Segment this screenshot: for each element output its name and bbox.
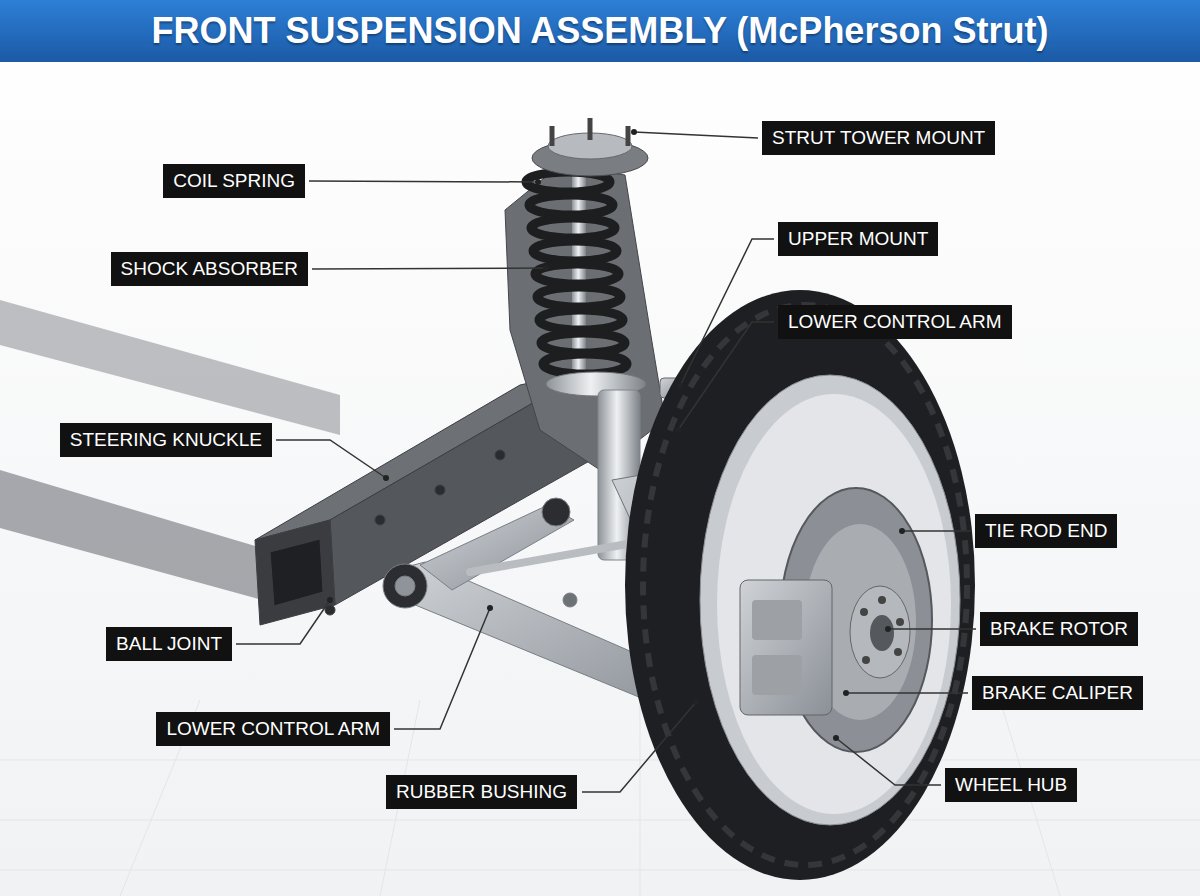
part-label: STRUT TOWER MOUNT <box>762 121 995 155</box>
leader-dot <box>327 129 905 741</box>
floor-grid <box>0 700 1200 896</box>
part-label: WHEEL HUB <box>945 768 1077 802</box>
part-label: TIE ROD END <box>975 514 1117 548</box>
coil-spring <box>526 172 627 374</box>
part-label: UPPER MOUNT <box>778 222 938 256</box>
strut-mount <box>532 118 648 176</box>
part-label: RUBBER BUSHING <box>386 775 577 809</box>
leader-line <box>236 132 976 792</box>
part-label: LOWER CONTROL ARM <box>778 305 1012 339</box>
part-label: BRAKE ROTOR <box>980 612 1138 646</box>
title-banner: FRONT SUSPENSION ASSEMBLY (McPherson Str… <box>0 0 1200 62</box>
wheel <box>625 290 975 880</box>
part-label: STEERING KNUCKLE <box>60 423 272 457</box>
title: FRONT SUSPENSION ASSEMBLY (McPherson Str… <box>152 10 1049 52</box>
part-label: SHOCK ABSORBER <box>111 252 308 286</box>
part-label: BALL JOINT <box>106 627 232 661</box>
part-label: COIL SPRING <box>163 164 305 198</box>
part-label: LOWER CONTROL ARM <box>156 712 390 746</box>
part-label: BRAKE CALIPER <box>972 676 1143 710</box>
brake-caliper <box>740 580 832 715</box>
